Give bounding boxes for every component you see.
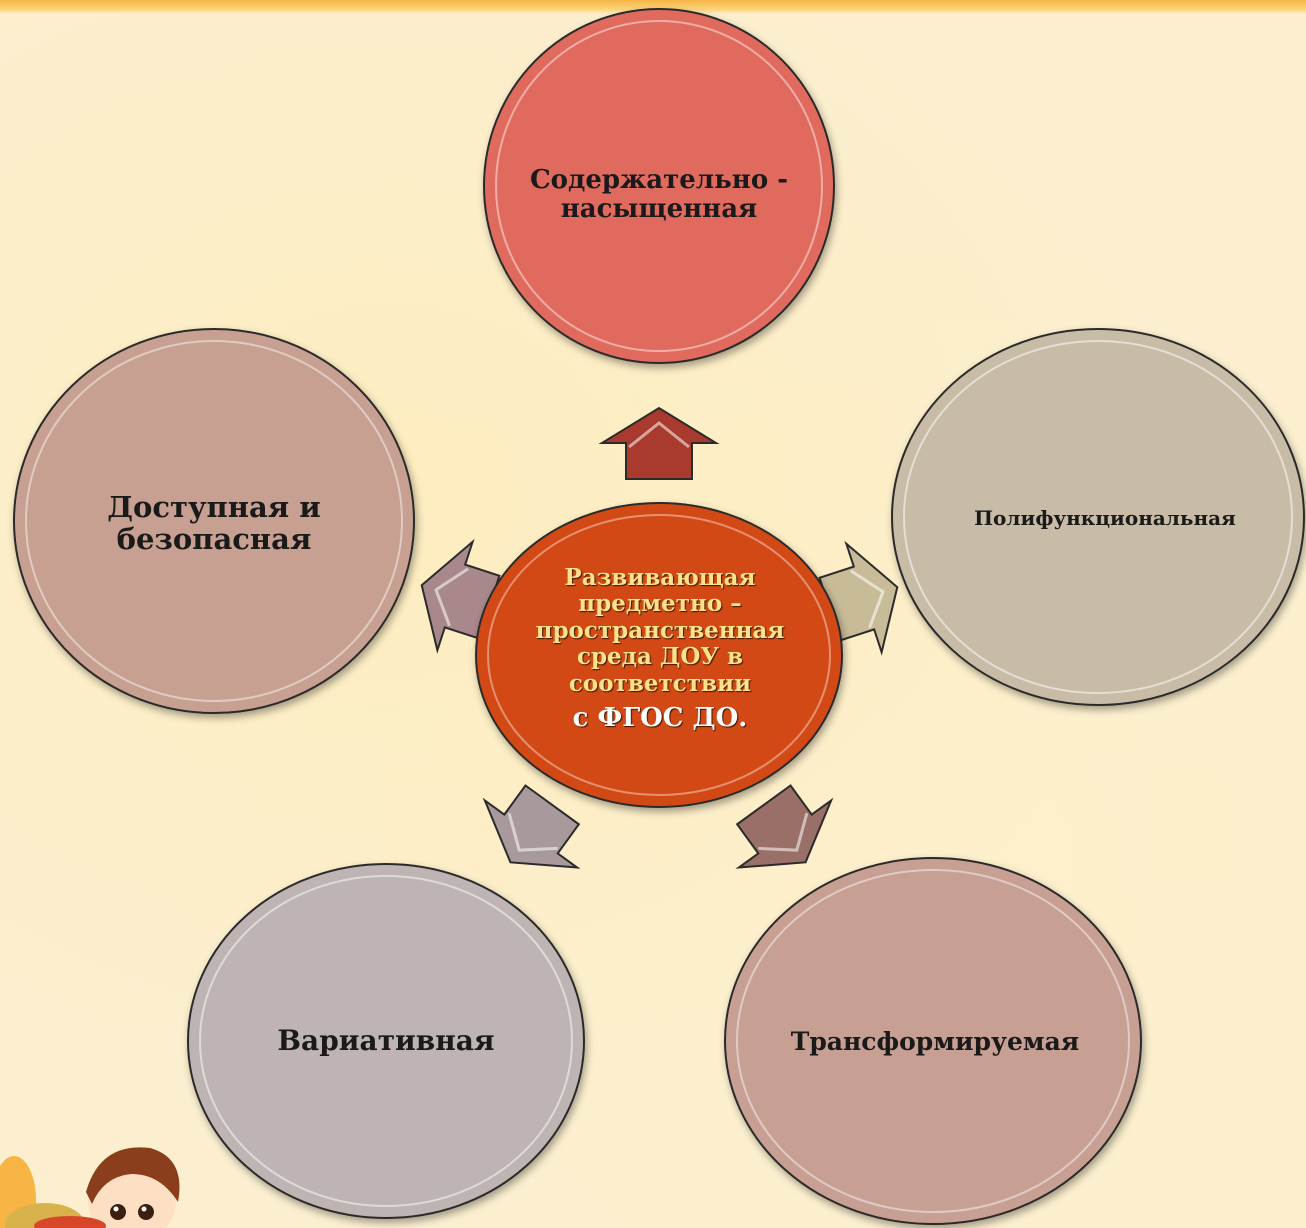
center-label-tail: с ФГОС ДО. bbox=[572, 703, 748, 734]
child-illustration bbox=[0, 1147, 180, 1228]
center-label-main: Развивающая предметно – пространственная… bbox=[535, 564, 785, 697]
center-node bbox=[475, 502, 843, 808]
label-accessible-safe: Доступная и безопасная bbox=[107, 489, 321, 556]
node-transformable bbox=[724, 857, 1142, 1225]
label-polyfunctional: Полифункциональная bbox=[974, 505, 1236, 530]
node-accessible-safe bbox=[13, 328, 415, 714]
arrow-to-content-rich bbox=[598, 406, 720, 480]
arrow-to-transformable bbox=[735, 784, 834, 869]
top-decorative-bar bbox=[0, 0, 1306, 14]
arrow-to-variative bbox=[482, 784, 581, 869]
center-label: Развивающая предметно – пространственная… bbox=[520, 564, 800, 765]
node-content-rich bbox=[483, 8, 835, 364]
label-variative: Вариативная bbox=[277, 1024, 495, 1058]
label-transformable: Трансформируемая bbox=[790, 1027, 1080, 1056]
node-variative bbox=[187, 863, 585, 1219]
label-content-rich: Содержательно - насыщенная bbox=[529, 164, 789, 224]
node-polyfunctional bbox=[891, 328, 1305, 706]
